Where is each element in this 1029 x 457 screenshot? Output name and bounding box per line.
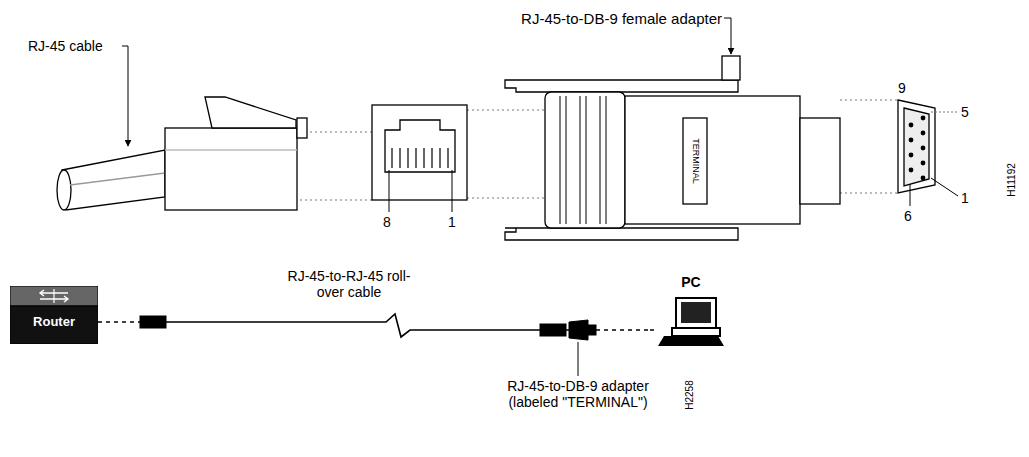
part-label: RJ-45 cable xyxy=(28,38,103,54)
db9-adapter-small xyxy=(588,325,596,335)
leader-line xyxy=(122,46,128,146)
node-shape xyxy=(10,286,98,306)
node-shape xyxy=(40,290,68,302)
pin-number: 9 xyxy=(898,80,906,96)
device-label: PC xyxy=(654,274,728,290)
cable-dashes xyxy=(600,329,650,332)
jack-pins xyxy=(391,148,392,168)
pin-number: 1 xyxy=(448,214,456,230)
adapter-ribs xyxy=(586,96,587,224)
node-shape xyxy=(53,289,54,303)
pin-number: 1 xyxy=(961,190,969,206)
guide-lines xyxy=(300,132,372,133)
node-shape xyxy=(672,328,720,336)
db9-pins xyxy=(921,116,926,121)
rj45-jack-face xyxy=(372,105,467,200)
db9-pins xyxy=(909,123,914,128)
part-label: RJ-45-to-DB-9 female adapter xyxy=(521,10,722,27)
db9-pins xyxy=(909,138,914,143)
adapter-ribs xyxy=(606,96,607,224)
adapter-ribs xyxy=(566,96,567,224)
db9-adapter-small xyxy=(569,320,588,340)
pin-number: 8 xyxy=(383,214,391,230)
db9-pins xyxy=(909,153,914,158)
leader-line xyxy=(389,170,390,212)
node-shape xyxy=(658,336,724,346)
rj45-plug xyxy=(165,128,297,210)
cable-dashes xyxy=(102,322,650,330)
cable-dashes xyxy=(102,321,138,324)
rj45-jack-face xyxy=(385,120,455,172)
db9-pins xyxy=(921,131,926,136)
db9-pins xyxy=(909,116,926,181)
adapter-ribs xyxy=(560,96,606,224)
node-shape xyxy=(676,298,716,328)
jack-pins xyxy=(439,148,440,168)
db9-adapter xyxy=(505,80,738,92)
rj45-cable xyxy=(57,150,165,210)
jack-pins xyxy=(399,148,400,168)
adapter-marking: TERMINAL xyxy=(690,138,701,184)
db9-adapter xyxy=(505,56,840,240)
rj45-cable xyxy=(57,170,71,210)
rj45-plug-end xyxy=(140,316,566,336)
rj45-jack-face xyxy=(372,105,467,200)
leader-line xyxy=(578,342,579,376)
rj45-plug xyxy=(165,97,307,210)
adapter-ribs xyxy=(560,96,561,224)
db9-adapter xyxy=(800,118,840,204)
jack-pins xyxy=(407,148,408,168)
rj45-plug xyxy=(297,118,307,138)
jack-pins xyxy=(447,148,448,168)
pc-computer: PC xyxy=(654,274,728,350)
router-box: Router xyxy=(10,286,98,344)
device-name: Router xyxy=(10,286,98,329)
leader-line xyxy=(931,178,958,196)
db9-adapter xyxy=(625,96,800,224)
db9-pins xyxy=(921,161,926,166)
db9-pins xyxy=(921,146,926,151)
db9-adapter xyxy=(683,118,707,204)
guide-lines xyxy=(467,198,545,199)
figure-id: H2258 xyxy=(684,380,696,409)
leader-line xyxy=(910,184,911,206)
rj45-plug-end xyxy=(540,324,566,336)
jack-pins xyxy=(392,148,448,168)
db9-adapter xyxy=(722,56,740,80)
rj45-plug xyxy=(165,149,297,150)
rj45-plug xyxy=(205,97,296,128)
figure-id: H11192 xyxy=(1006,163,1018,197)
db9-face xyxy=(898,100,935,193)
part-label: RJ-45-to-DB-9 adapter (labeled "TERMINAL… xyxy=(493,378,663,410)
db9-pins xyxy=(921,176,926,181)
jack-pins xyxy=(431,148,432,168)
guide-lines xyxy=(467,110,545,111)
db9-adapter xyxy=(545,92,625,228)
node-shape xyxy=(681,302,711,323)
db9-adapter xyxy=(505,228,738,240)
rj45-plug-end xyxy=(140,316,166,328)
guide-lines xyxy=(300,200,372,201)
leader-line xyxy=(931,112,958,113)
jack-pins xyxy=(415,148,416,168)
rj45-cable xyxy=(70,173,165,185)
guide-lines xyxy=(840,100,898,101)
db9-face xyxy=(898,100,935,193)
db9-face xyxy=(904,108,929,186)
cable-label: RJ-45-to-RJ-45 roll-over cable xyxy=(285,268,413,300)
pin-number: 5 xyxy=(961,104,969,120)
leader-line xyxy=(452,170,453,212)
jack-pins xyxy=(423,148,424,168)
pin-number: 6 xyxy=(904,208,912,224)
guide-lines xyxy=(840,193,898,194)
db9-pins xyxy=(909,168,914,173)
adapter-ribs xyxy=(580,96,581,224)
db9-adapter-small xyxy=(569,320,596,340)
leader-line xyxy=(724,18,731,54)
rj45-cable xyxy=(62,150,165,210)
adapter-ribs xyxy=(600,96,601,224)
